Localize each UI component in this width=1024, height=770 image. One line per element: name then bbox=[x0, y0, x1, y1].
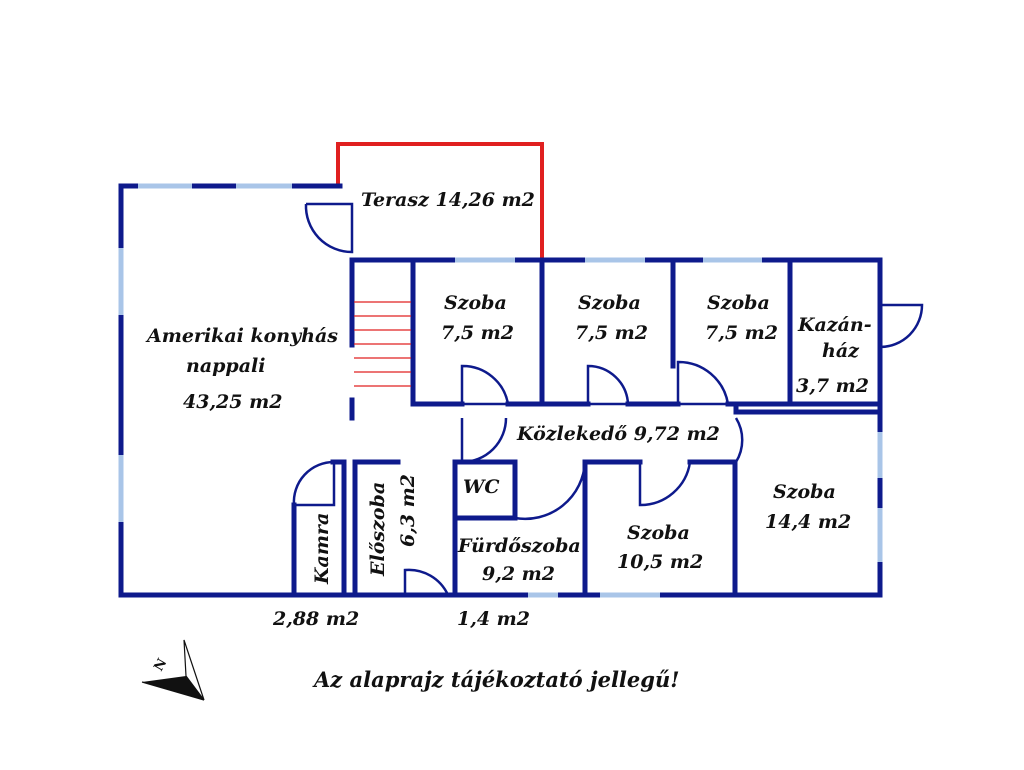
door-terrace bbox=[304, 202, 354, 254]
door-room1 bbox=[460, 364, 510, 406]
label-szoba3: Szoba bbox=[707, 292, 770, 314]
door-bathroom bbox=[460, 417, 508, 464]
label-szoba4-area: 10,5 m2 bbox=[617, 551, 703, 573]
label-furdo-area: 9,2 m2 bbox=[482, 563, 555, 585]
terrace-outline bbox=[336, 142, 544, 260]
label-terasz: Terasz 14,26 m2 bbox=[361, 189, 535, 211]
compass-letter: N bbox=[151, 656, 170, 674]
label-kozlekedo: Közlekedő 9,72 m2 bbox=[516, 423, 720, 445]
label-nappali-2: nappali bbox=[186, 355, 265, 377]
label-kazan-area: 3,7 m2 bbox=[796, 375, 869, 397]
disclaimer-note: Az alaprajz tájékoztató jellegű! bbox=[312, 667, 679, 692]
label-kazan-1: Kazán- bbox=[797, 314, 872, 336]
door-kamra bbox=[292, 460, 336, 507]
label-nappali-1: Amerikai konyhás bbox=[145, 325, 338, 347]
door-entrance bbox=[403, 568, 450, 596]
label-szoba3-area: 7,5 m2 bbox=[705, 322, 778, 344]
door-room2 bbox=[586, 364, 630, 406]
label-nappali-area: 43,25 m2 bbox=[183, 391, 282, 413]
stairs bbox=[354, 301, 411, 387]
label-szoba1: Szoba bbox=[444, 292, 507, 314]
label-eloszoba-area: 6,3 m2 bbox=[397, 474, 419, 547]
label-szoba5-area: 14,4 m2 bbox=[765, 511, 851, 533]
label-kazan-2: ház bbox=[822, 340, 860, 362]
windows bbox=[118, 183, 883, 598]
label-szoba4: Szoba bbox=[627, 522, 690, 544]
label-szoba5: Szoba bbox=[773, 481, 836, 503]
label-wc: WC bbox=[463, 476, 499, 498]
label-szoba2: Szoba bbox=[578, 292, 641, 314]
door-room4 bbox=[638, 461, 692, 507]
label-szoba1-area: 7,5 m2 bbox=[441, 322, 514, 344]
label-furdo: Fürdőszoba bbox=[457, 535, 581, 557]
compass-icon: N bbox=[141, 639, 205, 701]
label-kamra-area: 2,88 m2 bbox=[272, 608, 359, 630]
door-wc bbox=[513, 461, 587, 521]
door-corridor-right bbox=[734, 417, 744, 463]
door-boiler bbox=[879, 303, 924, 349]
label-wc-area: 1,4 m2 bbox=[457, 608, 530, 630]
label-eloszoba: Előszoba bbox=[367, 482, 389, 577]
door-room3 bbox=[676, 360, 730, 406]
doors bbox=[292, 202, 924, 596]
label-kamra: Kamra bbox=[311, 513, 333, 585]
label-szoba2-area: 7,5 m2 bbox=[575, 322, 648, 344]
